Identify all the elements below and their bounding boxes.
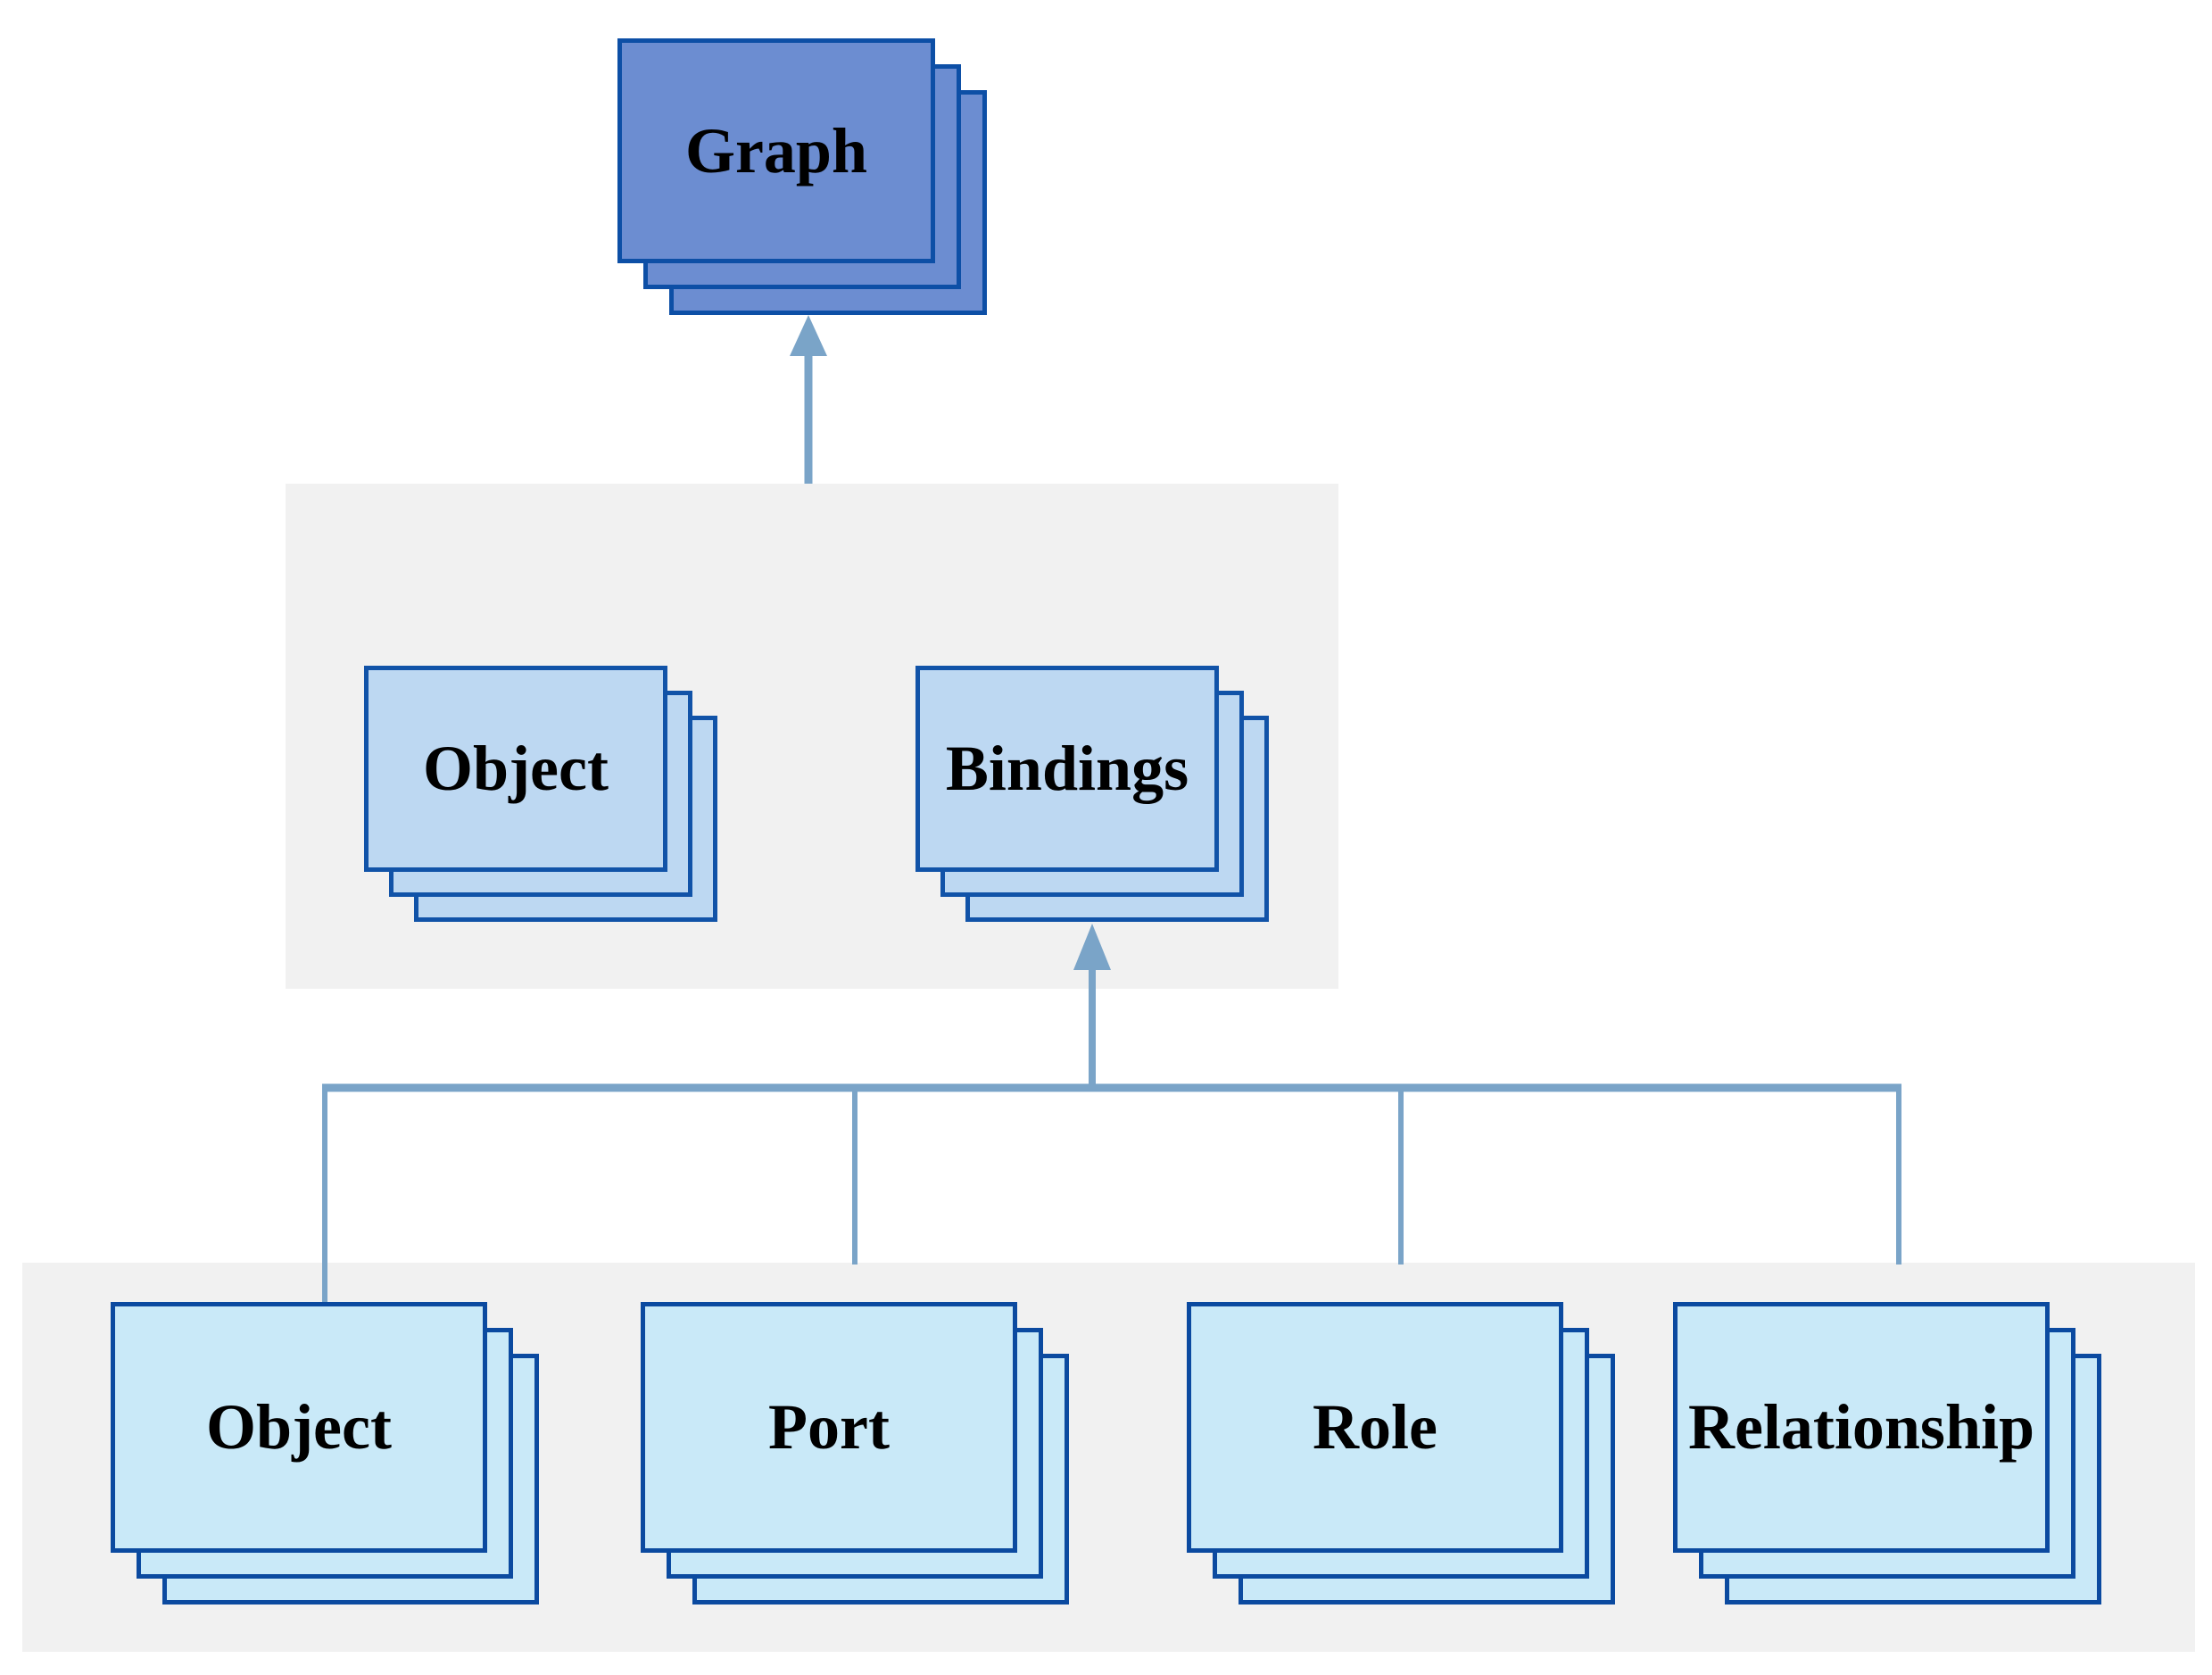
graph-card-front: Graph [617,38,935,263]
relationship-card-front: Relationship [1673,1302,2050,1553]
graph-label: Graph [684,114,868,187]
object-mid-card-front: Object [364,666,667,872]
bindings-card-front: Bindings [915,666,1219,872]
object-bottom-card-front: Object [111,1302,487,1553]
relationship-label: Relationship [1687,1391,2035,1463]
role-card-front: Role [1187,1302,1563,1553]
object-mid-label: Object [423,733,609,804]
role-label: Role [1313,1391,1437,1463]
port-card-front: Port [641,1302,1017,1553]
arrow-middle-to-graph [790,315,827,484]
port-label: Port [768,1391,890,1463]
object-bottom-label: Object [206,1391,392,1463]
bindings-label: Bindings [945,733,1189,804]
